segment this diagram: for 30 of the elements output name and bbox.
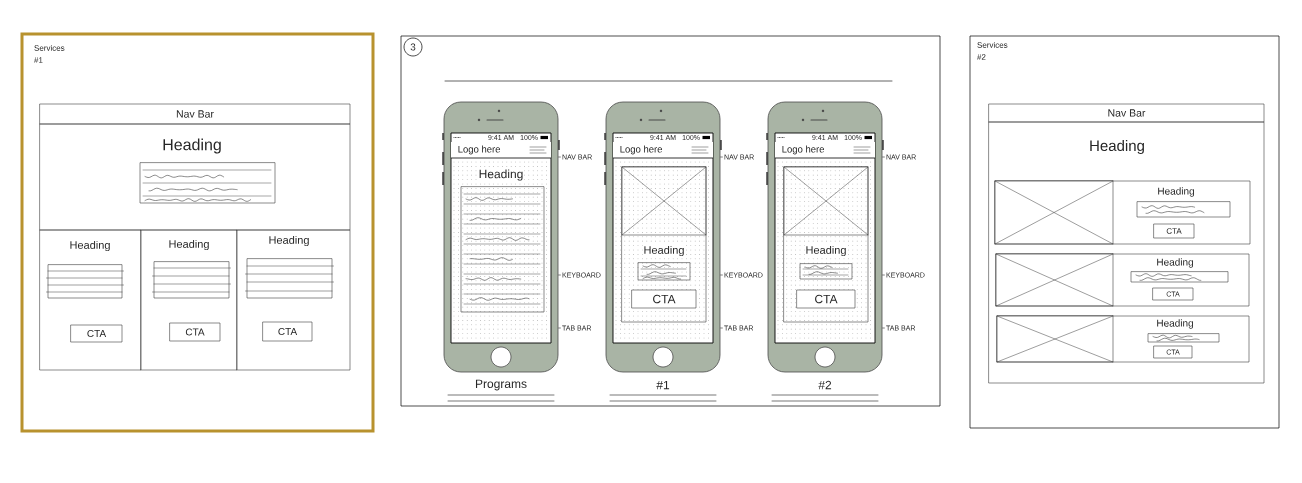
heading: Heading: [804, 245, 848, 257]
node-label: Logo here: [782, 145, 825, 155]
nav-bar: Nav Bar: [988, 103, 1265, 123]
cta-button: CTA: [796, 289, 856, 309]
paper-sheet: [400, 35, 941, 407]
screen-title: #2: [818, 380, 832, 390]
heading: Heading: [70, 240, 110, 252]
heading: Heading: [1158, 187, 1194, 197]
cta-button: CTA: [262, 321, 313, 342]
screen-title: Programs: [476, 379, 527, 391]
heading: Heading: [1157, 319, 1193, 329]
cta-button: CTA: [1153, 223, 1195, 239]
app-header: Logo here: [774, 142, 876, 159]
heading: Heading: [642, 245, 686, 257]
nav-bar: Nav Bar: [39, 103, 351, 125]
screen-title: #1: [656, 380, 670, 390]
heading: Heading: [169, 239, 209, 251]
node-label: Logo here: [458, 145, 501, 155]
cta-button: CTA: [169, 322, 221, 342]
page-label: Services #2: [977, 42, 1008, 60]
page-label: Services #1: [34, 45, 65, 63]
heading: Heading: [1090, 140, 1144, 154]
app-header: Logo here: [612, 142, 714, 159]
heading: Heading: [1157, 258, 1193, 268]
cta-button: CTA: [631, 289, 697, 309]
app-header: Logo here: [450, 142, 552, 159]
cta-button: CTA: [70, 324, 123, 343]
heading: Heading: [269, 235, 309, 247]
node-label: Logo here: [620, 145, 663, 155]
heading: Heading: [163, 138, 221, 154]
